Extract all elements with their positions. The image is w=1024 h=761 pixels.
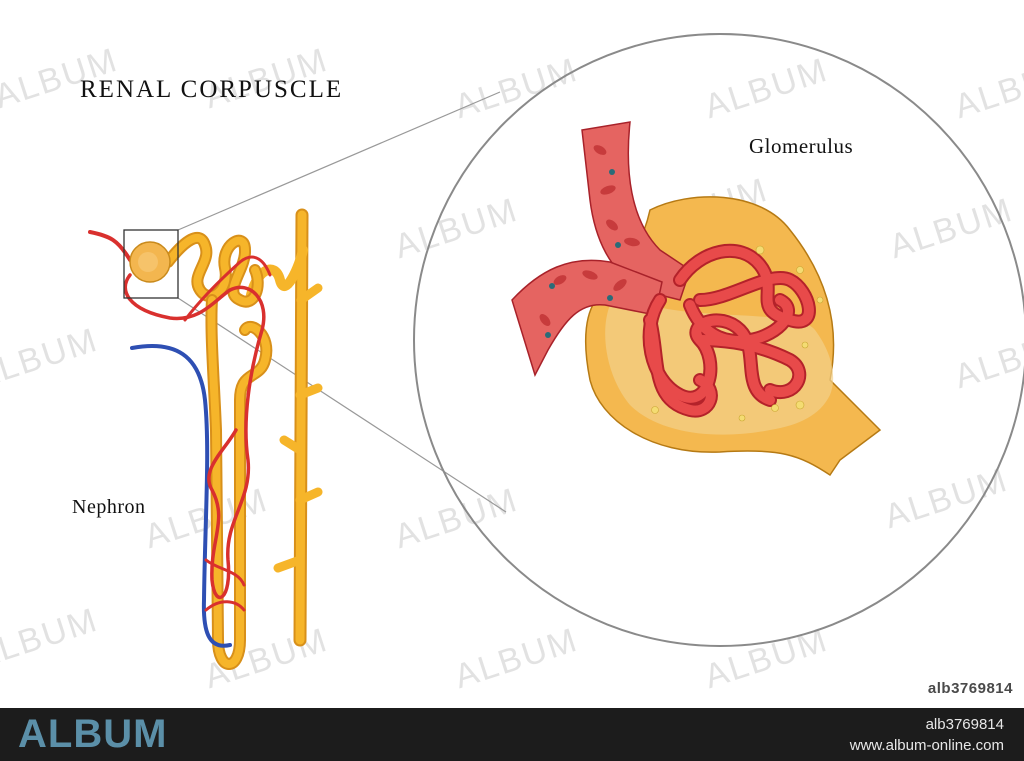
footer-stock-id: alb3769814 bbox=[925, 716, 1004, 733]
illustration-canvas: ALBUM ALBUM ALBUM ALBUM ALBUM ALBUM ALBU… bbox=[0, 33, 1024, 697]
album-logo[interactable]: ALBUM bbox=[18, 712, 168, 756]
renal-corpuscle-illustration bbox=[88, 33, 1024, 670]
glomerulus-drawing bbox=[511, 121, 882, 477]
stock-id-label: alb3769814 bbox=[927, 680, 1013, 697]
zoom-box bbox=[123, 229, 179, 299]
zoom-connector-line bbox=[177, 297, 507, 513]
nephron-drawing bbox=[88, 208, 323, 670]
diagram-title: RENAL CORPUSCLE bbox=[80, 76, 344, 103]
zoom-connector-line bbox=[177, 91, 501, 231]
nephron-label: Nephron bbox=[72, 496, 146, 518]
magnifier-circle bbox=[413, 33, 1024, 647]
footer-bar: ALBUM alb3769814 www.album-online.com bbox=[0, 708, 1024, 761]
footer-url-link[interactable]: www.album-online.com bbox=[849, 737, 1004, 754]
glomerulus-label: Glomerulus bbox=[749, 134, 854, 158]
